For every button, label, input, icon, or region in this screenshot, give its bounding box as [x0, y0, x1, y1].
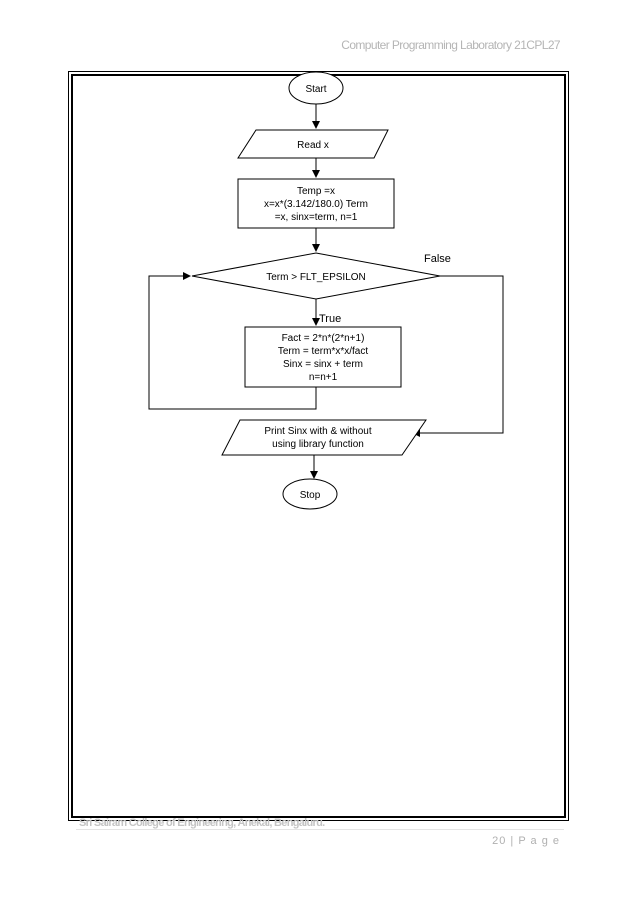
start-terminal: Start [288, 71, 344, 105]
read-label: Read x [297, 140, 329, 151]
output-box: Print Sinx with & without using library … [221, 419, 427, 456]
output-line-1: Print Sinx with & without [264, 426, 371, 437]
init-line-1: Temp =x [297, 186, 335, 197]
page-number: 20 | P a g e [492, 835, 560, 847]
start-label: Start [305, 84, 326, 95]
stop-terminal: Stop [282, 478, 338, 510]
page-border-outer [68, 71, 569, 821]
condition-label: Term > FLT_EPSILON [266, 272, 366, 283]
page-header: Computer Programming Laboratory 21CPL27 [341, 38, 560, 52]
footer-divider [76, 829, 564, 830]
init-line-2: x=x*(3.142/180.0) Term [264, 199, 368, 210]
loop-line-1: Fact = 2*n*(2*n+1) [282, 333, 365, 344]
false-label: False [424, 253, 451, 265]
loop-process-box: Fact = 2*n*(2*n+1) Term = term*x*x/fact … [244, 326, 402, 388]
read-input-box: Read x [237, 129, 389, 159]
footer-college: Sri Sairam College of Engineering, Aneka… [79, 817, 325, 829]
loop-line-3: Sinx = sinx + term [283, 359, 363, 370]
arrow-false-to-output [412, 275, 504, 437]
arrow-loop-back [148, 272, 317, 410]
condition-diamond: Term > FLT_EPSILON [191, 252, 441, 300]
output-line-2: using library function [272, 439, 364, 450]
init-line-3: =x, sinx=term, n=1 [275, 212, 358, 223]
loop-line-2: Term = term*x*x/fact [278, 346, 369, 357]
stop-label: Stop [300, 490, 321, 501]
loop-line-4: n=n+1 [309, 372, 338, 383]
true-label: True [319, 313, 341, 325]
init-process-box: Temp =x x=x*(3.142/180.0) Term =x, sinx=… [237, 178, 395, 229]
